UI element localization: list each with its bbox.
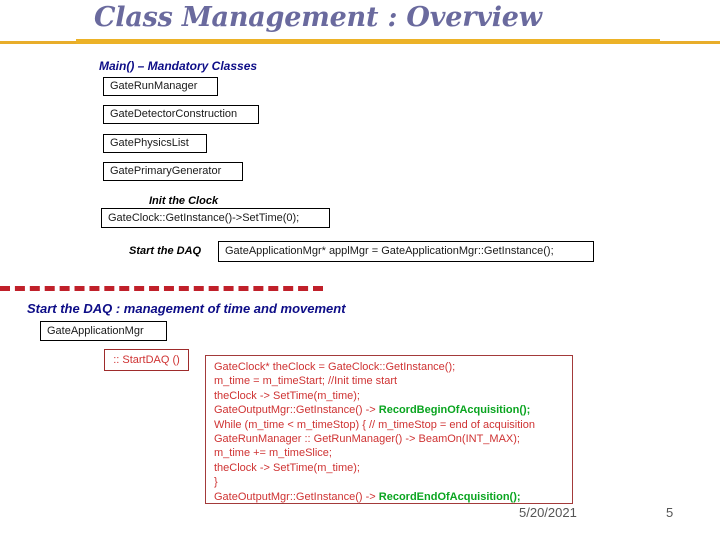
code-line: GateOutputMgr::GetInstance() -> RecordBe… bbox=[214, 403, 566, 417]
method-box-label: :: StartDAQ () bbox=[113, 354, 180, 366]
class-box-application-mgr: GateApplicationMgr bbox=[40, 321, 167, 341]
code-box-label: GateClock::GetInstance()->SetTime(0); bbox=[108, 211, 300, 224]
class-box-run-manager: GateRunManager bbox=[103, 77, 218, 96]
code-text: theClock -> SetTime(m_time); bbox=[214, 389, 360, 402]
class-box-label: GateApplicationMgr bbox=[47, 324, 144, 337]
section-separator-dashed bbox=[0, 286, 323, 291]
code-line: GateOutputMgr::GetInstance() -> RecordEn… bbox=[214, 490, 566, 503]
code-box-label: GateApplicationMgr* applMgr = GateApplic… bbox=[225, 245, 554, 257]
section-heading-start-daq: Start the DAQ : management of time and m… bbox=[27, 301, 346, 316]
class-box-detector-construction: GateDetectorConstruction bbox=[103, 105, 259, 124]
code-line: GateRunManager :: GetRunManager() -> Bea… bbox=[214, 432, 566, 446]
label-init-the-clock: Init the Clock bbox=[149, 195, 219, 207]
code-line: } bbox=[214, 475, 566, 489]
code-line: GateClock* theClock = GateClock::GetInst… bbox=[214, 360, 566, 374]
footer-page-number: 5 bbox=[666, 505, 674, 520]
code-text: While (m_time < m_timeStop) { // m_timeS… bbox=[214, 418, 535, 431]
code-text: m_time = m_timeStart; //Init time start bbox=[214, 375, 398, 388]
code-block-start-daq: GateClock* theClock = GateClock::GetInst… bbox=[205, 355, 573, 504]
code-highlight: RecordBeginOfAcquisition(); bbox=[378, 404, 531, 417]
code-box-clock-init: GateClock::GetInstance()->SetTime(0); bbox=[101, 208, 330, 228]
class-box-label: GateRunManager bbox=[110, 80, 198, 92]
code-text: GateOutputMgr::GetInstance() -> bbox=[214, 404, 379, 417]
code-line: While (m_time < m_timeStop) { // m_timeS… bbox=[214, 418, 566, 432]
code-box-application-mgr-instance: GateApplicationMgr* applMgr = GateApplic… bbox=[218, 241, 594, 262]
class-box-label: GateDetectorConstruction bbox=[110, 108, 238, 120]
code-text: GateRunManager :: GetRunManager() -> Bea… bbox=[214, 433, 520, 446]
class-box-label: GatePhysicsList bbox=[110, 137, 189, 149]
code-text: GateOutputMgr::GetInstance() -> bbox=[214, 490, 379, 503]
section-heading-main: Main() – Mandatory Classes bbox=[99, 59, 258, 73]
method-box-start-daq: :: StartDAQ () bbox=[104, 349, 189, 371]
code-line: m_time += m_timeSlice; bbox=[214, 446, 566, 460]
code-text: GateClock* theClock = GateClock::GetInst… bbox=[214, 361, 456, 373]
class-box-label: GatePrimaryGenerator bbox=[110, 165, 222, 177]
class-box-physics-list: GatePhysicsList bbox=[103, 134, 207, 153]
code-line: theClock -> SetTime(m_time); bbox=[214, 389, 566, 403]
label-start-the-daq: Start the DAQ bbox=[129, 245, 202, 257]
code-text: theClock -> SetTime(m_time); bbox=[214, 461, 360, 474]
code-line: m_time = m_timeStart; //Init time start bbox=[214, 374, 566, 388]
page-title: Class Management : Overview bbox=[94, 2, 542, 33]
class-box-primary-generator: GatePrimaryGenerator bbox=[103, 162, 243, 181]
code-text: m_time += m_timeSlice; bbox=[214, 447, 332, 460]
code-highlight: RecordEndOfAcquisition(); bbox=[378, 490, 521, 503]
footer-date: 5/20/2021 bbox=[519, 505, 577, 520]
code-line: theClock -> SetTime(m_time); bbox=[214, 461, 566, 475]
code-text: } bbox=[214, 476, 218, 489]
title-divider-accent bbox=[76, 39, 660, 44]
